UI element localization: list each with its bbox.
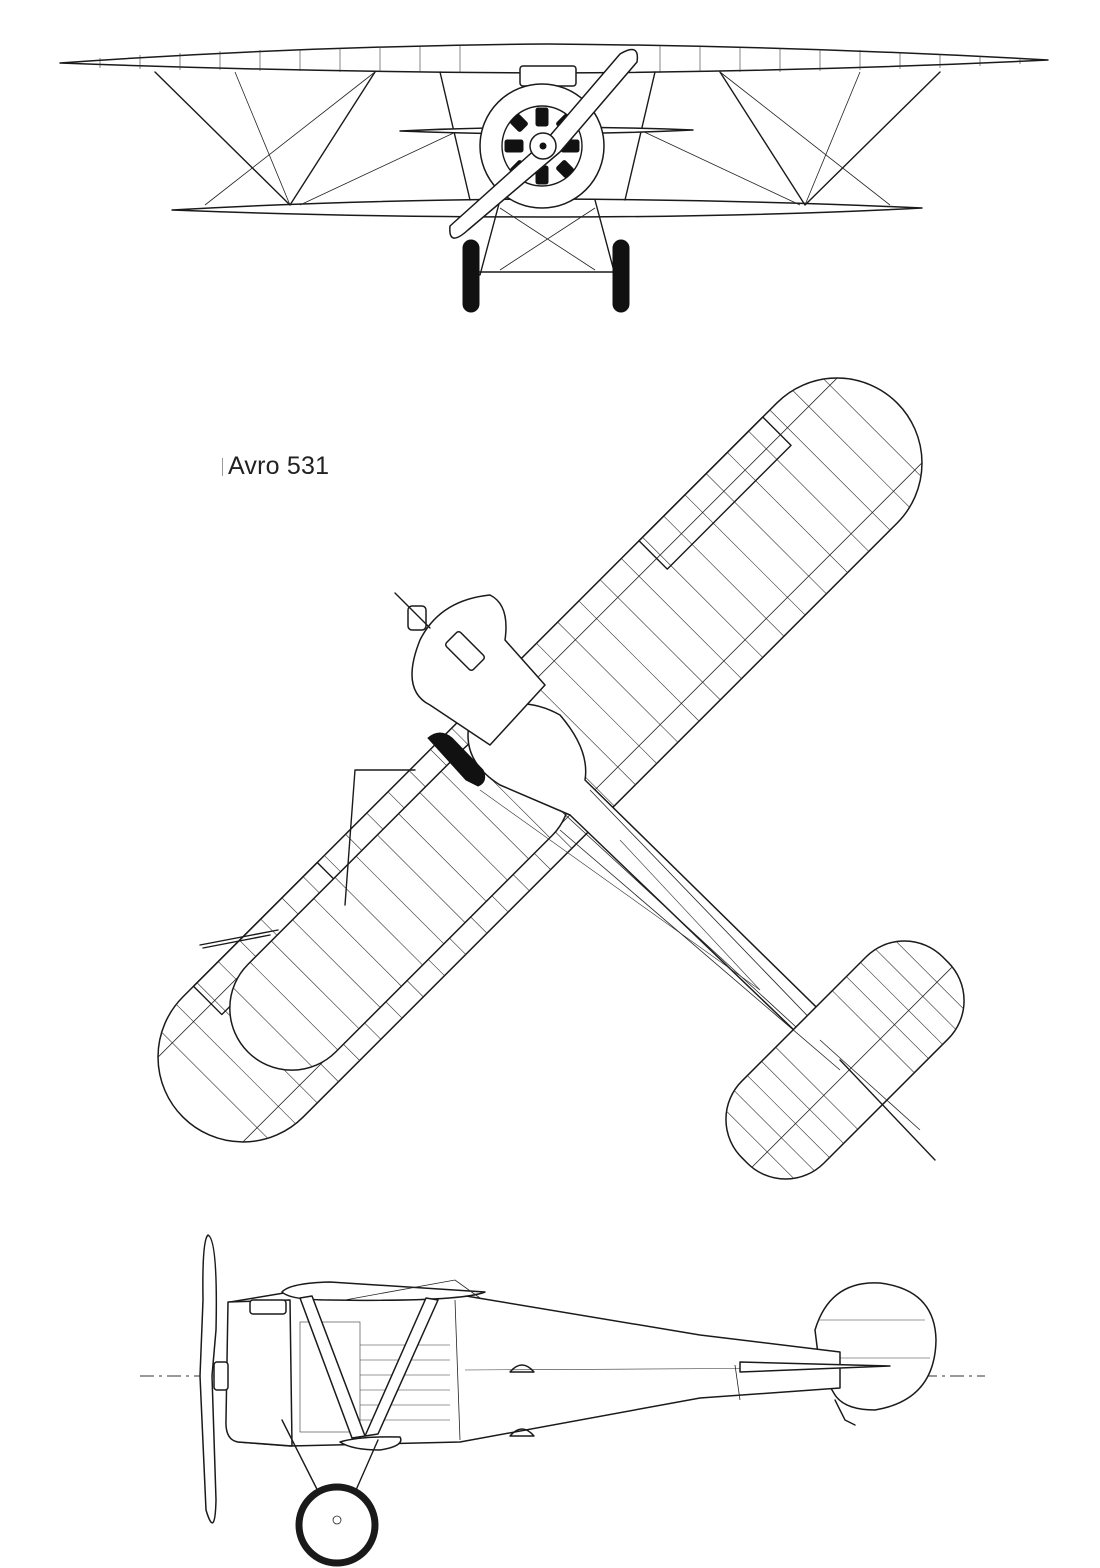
side-propeller bbox=[199, 1234, 218, 1524]
side-view bbox=[140, 1234, 985, 1567]
front-interplane-struts bbox=[154, 71, 941, 206]
front-upper-wing bbox=[59, 43, 1049, 74]
top-engine-cowling bbox=[394, 592, 546, 746]
front-landing-gear bbox=[462, 199, 630, 313]
top-propeller bbox=[427, 732, 486, 787]
front-upper-wing-ribs bbox=[99, 45, 1021, 73]
aircraft-title: Avro 531 bbox=[222, 452, 329, 481]
side-lower-wing bbox=[339, 1436, 402, 1451]
side-interplane-struts bbox=[299, 1295, 439, 1439]
side-landing-gear bbox=[281, 1419, 379, 1567]
side-fin-rudder bbox=[814, 1282, 937, 1411]
side-engine-cowling bbox=[225, 1299, 293, 1447]
front-view bbox=[59, 43, 1049, 313]
top-view bbox=[140, 360, 972, 1187]
side-wheel bbox=[295, 1483, 379, 1567]
top-tailplane bbox=[718, 933, 972, 1187]
